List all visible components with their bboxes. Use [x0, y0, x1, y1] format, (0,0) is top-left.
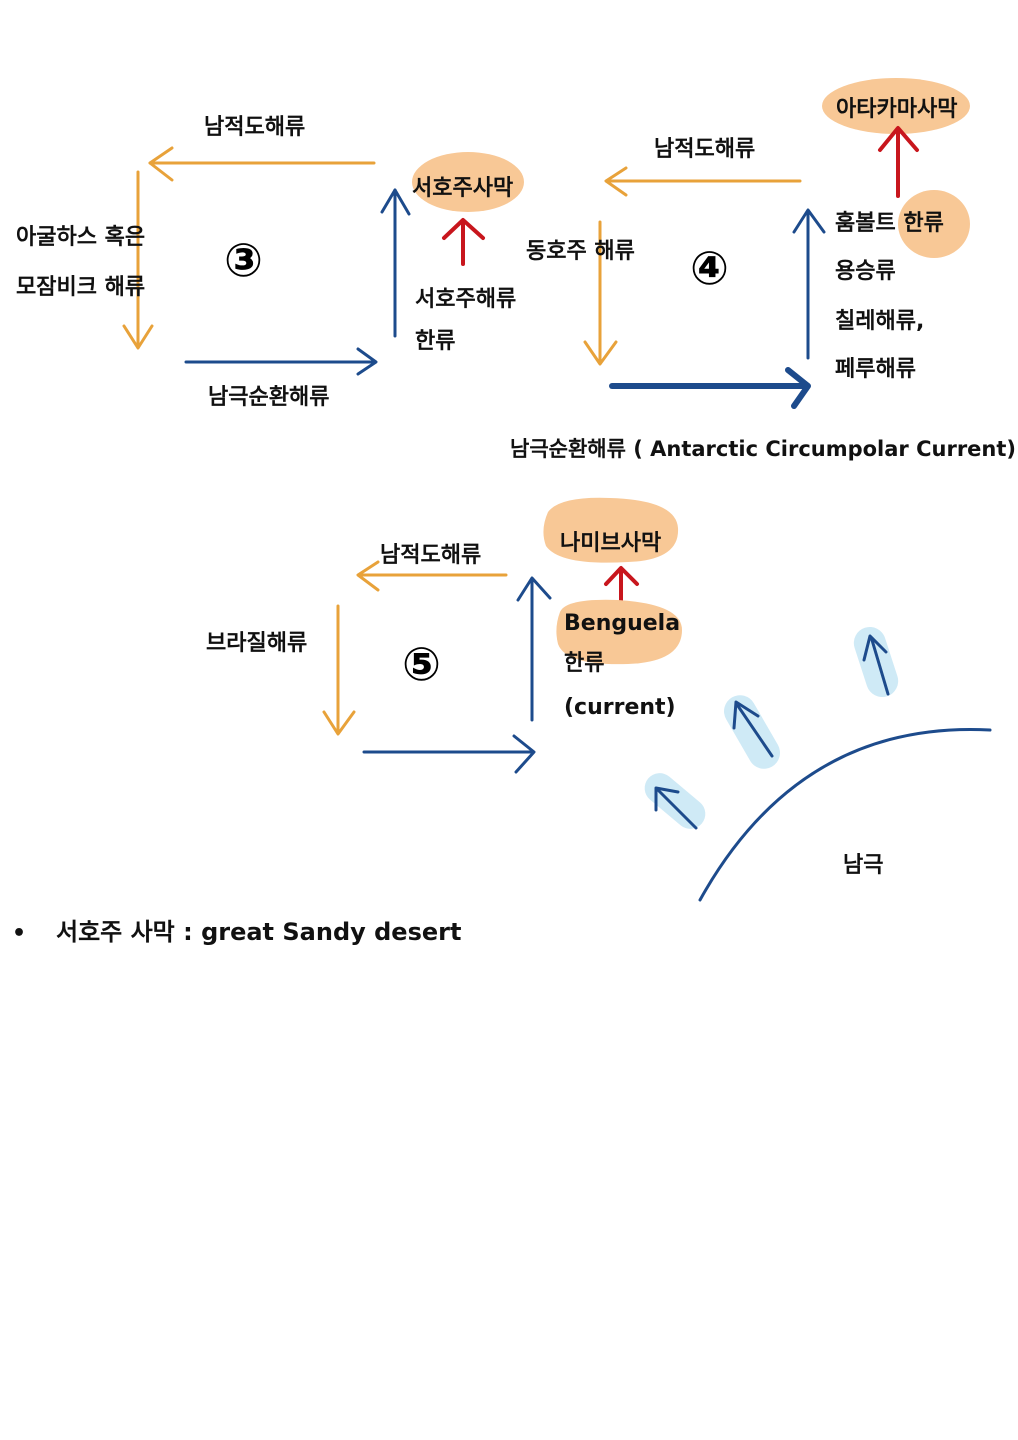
label-right-5-line2: 한류 — [564, 651, 604, 676]
brazil-current-arrow — [322, 604, 356, 736]
cold-current-highlight-5 — [556, 599, 682, 665]
label-left-current-3-line2: 모잠비크 해류 — [16, 275, 145, 300]
upwelling-arrow-4 — [878, 126, 919, 198]
label-right-5-line3: (current) — [564, 695, 676, 720]
ice-glow-3 — [853, 626, 899, 698]
label-right-5-line1: Benguela — [564, 611, 680, 636]
diagram-number-5: ⑤ — [402, 637, 441, 691]
label-desert-5: 나미브사막 — [560, 531, 661, 556]
antarctic-circumpolar-arrow-3 — [184, 347, 378, 376]
label-top-current-3: 남적도해류 — [204, 115, 305, 140]
agulhas-current-arrow — [122, 170, 154, 350]
diagram-number-3: ③ — [224, 233, 263, 287]
antarctica-sketch: 남극 — [644, 626, 992, 902]
label-bottom-current-3: 남극순환해류 — [208, 385, 329, 410]
antarctic-circumpolar-arrow-4 — [609, 367, 811, 409]
diagram-3: 남적도해류 아굴하스 혹은 모잠비크 해류 남극순환해류 서호주사막 서호주해류… — [16, 115, 524, 410]
label-right-4-line3: 칠레해류, — [835, 309, 924, 334]
label-right-4-line2: 용승류 — [835, 259, 896, 284]
antarctica-coast-arc — [698, 727, 992, 902]
label-antarctica: 남극 — [843, 853, 883, 878]
antarctic-circumpolar-arrow-5 — [362, 734, 536, 774]
label-right-current-3-line1: 서호주해류 — [415, 287, 516, 312]
diagram-number-4: ④ — [690, 241, 729, 295]
desert-highlight-3 — [412, 152, 524, 212]
bullet: • — [12, 921, 27, 946]
desert-highlight-4 — [822, 78, 970, 134]
ice-glow-1 — [644, 773, 706, 829]
desert-highlight-5 — [543, 497, 679, 563]
south-equatorial-current-arrow-5 — [356, 560, 508, 592]
east-australian-current-arrow — [583, 220, 618, 366]
upwelling-arrow-3 — [442, 218, 485, 266]
label-top-current-4: 남적도해류 — [654, 137, 755, 162]
note-text: 서호주 사막 : great Sandy desert — [56, 918, 462, 946]
benguela-current-arrow — [516, 576, 552, 722]
label-left-current-4: 동호주 해류 — [526, 239, 635, 264]
label-right-4-line4: 페루해류 — [835, 357, 916, 382]
label-desert-4: 아타카마사막 — [836, 97, 957, 122]
note-line: • 서호주 사막 : great Sandy desert — [12, 912, 461, 947]
ice-glow-2 — [724, 695, 780, 769]
diagram-4: 아타카마사막 남적도해류 동호주 해류 훔볼트 한류 용승류 칠레해류, 페루해… — [510, 78, 1016, 461]
south-equatorial-current-arrow-3 — [148, 146, 376, 182]
west-australian-current-arrow — [380, 188, 411, 338]
label-desert-3: 서호주사막 — [412, 176, 513, 201]
ice-arrow-1 — [654, 786, 698, 830]
label-right-4-line1: 훔볼트 한류 — [835, 211, 944, 236]
south-equatorial-current-arrow-4 — [604, 166, 802, 197]
label-left-current-5: 브라질해류 — [206, 631, 307, 656]
label-right-current-3-line2: 한류 — [415, 329, 455, 354]
upwelling-arrow-5 — [604, 566, 639, 606]
humboldt-current-arrow — [792, 208, 826, 360]
diagram-5: 나미브사막 남적도해류 브라질해류 Benguela 한류 (current) … — [206, 497, 682, 774]
label-top-current-5: 남적도해류 — [380, 543, 481, 568]
ice-arrow-2 — [732, 700, 774, 758]
label-bottom-current-4: 남극순환해류 ( Antarctic Circumpolar Current) — [510, 437, 1016, 461]
ice-arrow-3 — [862, 634, 890, 696]
cold-current-highlight-4 — [898, 190, 970, 258]
label-left-current-3-line1: 아굴하스 혹은 — [16, 225, 145, 250]
